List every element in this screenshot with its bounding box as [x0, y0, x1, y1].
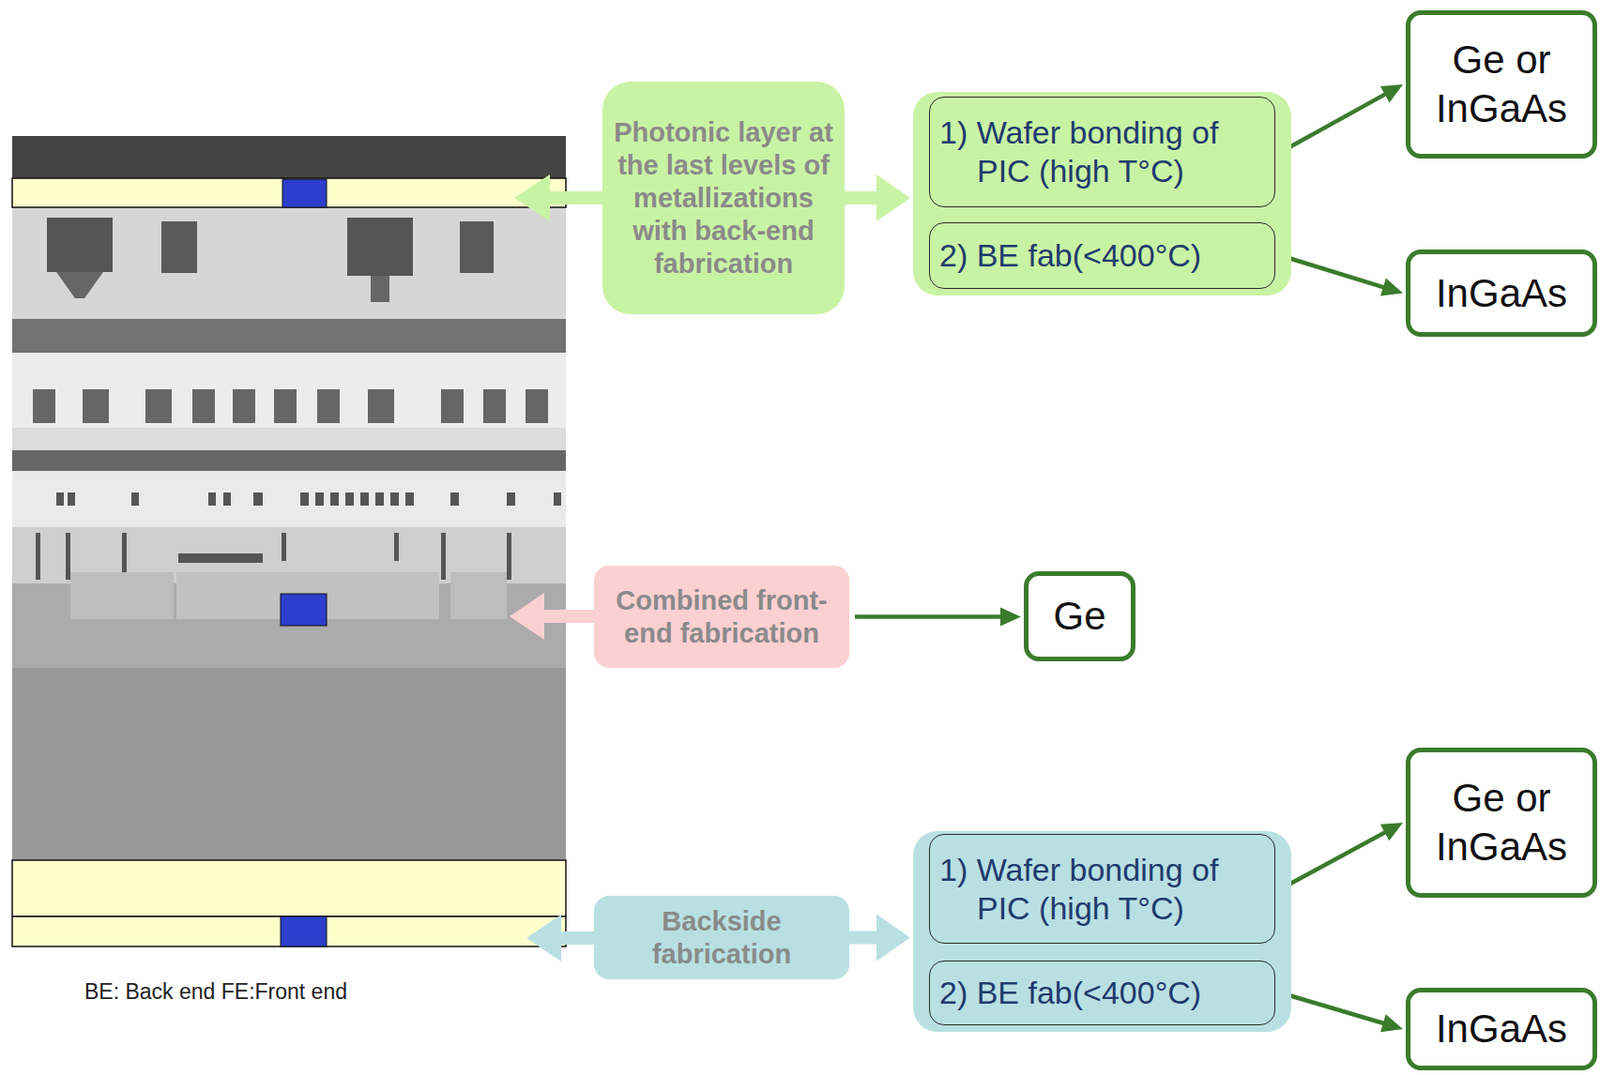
connector-arrow [1280, 990, 1403, 1033]
process-box: Backside fabrication [594, 896, 850, 980]
material-box: InGaAs [1405, 249, 1598, 337]
node-text: Ge or InGaAs [1416, 35, 1587, 134]
legend-note: BE: Back end FE:Front end [84, 979, 348, 1006]
material-box: Ge [1023, 571, 1136, 662]
node-text: 2) BE fab(<400°C) [976, 236, 1267, 275]
connector-arrow [1280, 822, 1403, 892]
process-box: Photonic layer at the last levels of met… [602, 81, 845, 315]
node-text: 2) BE fab(<400°C) [976, 974, 1267, 1013]
node-text: Combined front-end fabrication [601, 584, 842, 651]
node-text: InGaAs [1435, 1005, 1568, 1054]
option-box: 2) BE fab(<400°C) [929, 960, 1276, 1026]
option-box: 1) Wafer bonding of PIC (high T°C) [929, 834, 1276, 945]
group-panel: 1) Wafer bonding of PIC (high T°C) 2) BE … [913, 831, 1292, 1033]
node-text: Backside fabrication [601, 905, 842, 972]
group-panel: 1) Wafer bonding of PIC (high T°C) 2) BE … [913, 91, 1292, 296]
process-box: Combined front-end fabrication [594, 565, 850, 669]
connector-arrow [854, 608, 1021, 627]
node-text: Photonic layer at the last levels of met… [608, 116, 839, 281]
node-text: InGaAs [1435, 269, 1568, 319]
option-box: 1) Wafer bonding of PIC (high T°C) [929, 96, 1276, 208]
node-text: 1) Wafer bonding of PIC (high T°C) [976, 113, 1267, 191]
material-box: InGaAs [1405, 988, 1598, 1071]
connector-arrow [1280, 253, 1403, 296]
connector-arrow [1280, 84, 1403, 154]
node-text: Ge [1052, 592, 1106, 641]
material-box: Ge or InGaAs [1405, 10, 1598, 159]
node-text: 1) Wafer bonding of PIC (high T°C) [976, 851, 1267, 929]
material-box: Ge or InGaAs [1405, 747, 1598, 899]
option-box: 2) BE fab(<400°C) [929, 222, 1276, 290]
node-text: Ge or InGaAs [1416, 774, 1587, 872]
